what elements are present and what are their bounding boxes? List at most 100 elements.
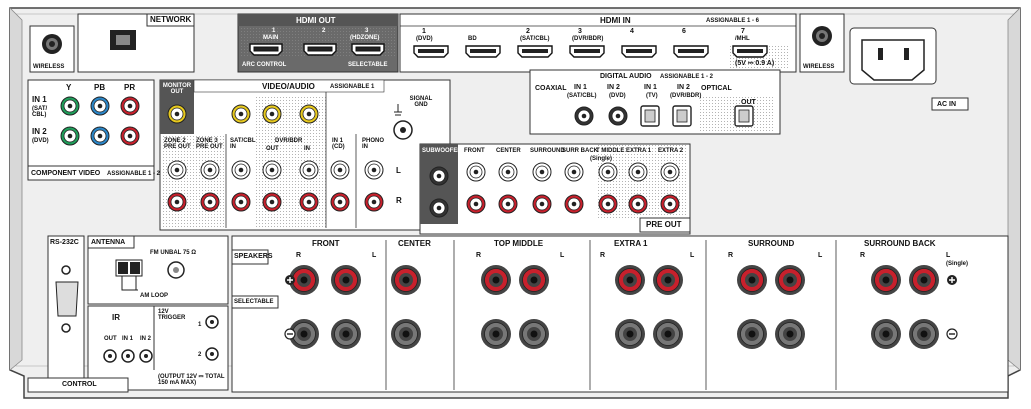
speaker-0-0-pos[interactable]: [289, 265, 319, 295]
comp-in2-sub: (DVD): [32, 138, 49, 144]
hdmi-out-port-2[interactable]: [303, 43, 337, 56]
hdmi-in-port-1[interactable]: [413, 45, 449, 58]
va-left-jack-7[interactable]: [364, 160, 384, 180]
opt-in1-sub: (TV): [646, 93, 658, 99]
va-right-jack-2[interactable]: [200, 192, 220, 212]
speaker-5-1-neg[interactable]: [909, 319, 939, 349]
preout-2-right[interactable]: [498, 194, 518, 214]
subwoofer-2-jack[interactable]: [429, 198, 449, 218]
optical-port-2[interactable]: [672, 105, 692, 127]
subwoofer-1-jack[interactable]: [429, 166, 449, 186]
speaker-2-1-neg[interactable]: [519, 319, 549, 349]
speaker-2-0-neg[interactable]: [481, 319, 511, 349]
preout-1-right[interactable]: [466, 194, 486, 214]
hdmi-in-port-2[interactable]: [465, 45, 501, 58]
preout-7-right[interactable]: [660, 194, 680, 214]
optical-port-3[interactable]: [734, 105, 754, 127]
component-in1-jack-1[interactable]: [60, 96, 80, 116]
preout-3-right[interactable]: [532, 194, 552, 214]
speaker-4-0-neg[interactable]: [737, 319, 767, 349]
hdmi-in-port-6[interactable]: [673, 45, 709, 58]
hdmi-out-port-3[interactable]: [351, 43, 385, 56]
va-left-jack-5[interactable]: [299, 160, 319, 180]
preout-5-right[interactable]: [598, 194, 618, 214]
va-left-jack-4[interactable]: [262, 160, 282, 180]
va-right-jack-3[interactable]: [231, 192, 251, 212]
speaker-3-0-neg[interactable]: [615, 319, 645, 349]
dvr-in-video-jack[interactable]: [299, 104, 319, 124]
trigger-jack-1[interactable]: [205, 315, 219, 329]
va-right-jack-5[interactable]: [299, 192, 319, 212]
speaker-0-1-neg[interactable]: [331, 319, 361, 349]
comp-in1-label: IN 1: [32, 95, 47, 104]
va-left-jack-3[interactable]: [231, 160, 251, 180]
ir-out-label: OUT: [104, 336, 117, 342]
preout-channel-label-5: T MIDDLE: [596, 148, 625, 154]
trigger-jack-2[interactable]: [205, 347, 219, 361]
ir-in1-label: IN 1: [122, 336, 134, 342]
speaker-4-1-pos[interactable]: [775, 265, 805, 295]
speaker-5-0-pos[interactable]: [871, 265, 901, 295]
component-in1-jack-3[interactable]: [120, 96, 140, 116]
dvr-out-video-jack[interactable]: [262, 104, 282, 124]
fm-label: FM UNBAL 75 Ω: [150, 250, 197, 256]
preout-5-left[interactable]: [598, 162, 618, 182]
preout-6-left[interactable]: [628, 162, 648, 182]
speaker-r-label-1: R: [296, 252, 302, 259]
speaker-1-0-neg[interactable]: [391, 319, 421, 349]
optical-out-label: OUT: [741, 99, 756, 106]
preout-6-right[interactable]: [628, 194, 648, 214]
coax-in1-jack[interactable]: [574, 106, 594, 126]
hdmi-in-1-label: (DVD): [416, 36, 433, 42]
hdmi-in-port-5[interactable]: [621, 45, 657, 58]
speaker-0-1-pos[interactable]: [331, 265, 361, 295]
ir-jack-1[interactable]: [103, 349, 117, 363]
va-left-jack-1[interactable]: [167, 160, 187, 180]
comp-y-label: Y: [66, 83, 72, 92]
network-title: NETWORK: [150, 15, 192, 24]
va-right-jack-6[interactable]: [330, 192, 350, 212]
speaker-4-0-pos[interactable]: [737, 265, 767, 295]
speaker-5-1-pos[interactable]: [909, 265, 939, 295]
ir-jack-2[interactable]: [121, 349, 135, 363]
speaker-2-1-pos[interactable]: [519, 265, 549, 295]
speaker-3-1-neg[interactable]: [653, 319, 683, 349]
preout-2-left[interactable]: [498, 162, 518, 182]
va-left-jack-6[interactable]: [330, 160, 350, 180]
speaker-group-label-4: EXTRA 1: [614, 239, 648, 248]
preout-1-left[interactable]: [466, 162, 486, 182]
preout-4-left[interactable]: [564, 162, 584, 182]
speaker-5-0-neg[interactable]: [871, 319, 901, 349]
preout-4-right[interactable]: [564, 194, 584, 214]
component-in2-jack-1[interactable]: [60, 126, 80, 146]
speaker-4-1-neg[interactable]: [775, 319, 805, 349]
ir-jack-3[interactable]: [139, 349, 153, 363]
hdmi-in-port-7[interactable]: [732, 45, 768, 58]
preout-3-left[interactable]: [532, 162, 552, 182]
va-right-jack-1[interactable]: [167, 192, 187, 212]
component-in2-jack-3[interactable]: [120, 126, 140, 146]
trigger-2-label: 2: [198, 352, 202, 358]
hdmi-in-port-4[interactable]: [569, 45, 605, 58]
component-in1-jack-2[interactable]: [90, 96, 110, 116]
va-right-jack-7[interactable]: [364, 192, 384, 212]
optical-port-1[interactable]: [640, 105, 660, 127]
speaker-2-0-pos[interactable]: [481, 265, 511, 295]
va-right-jack-4[interactable]: [262, 192, 282, 212]
hdmi-out-port-1[interactable]: [249, 43, 283, 56]
coax-in2-jack[interactable]: [608, 106, 628, 126]
satcbl-video-jack[interactable]: [231, 104, 251, 124]
dvr-in-label: IN: [304, 146, 310, 152]
speaker-1-0-pos[interactable]: [391, 265, 421, 295]
monitor-out-jack[interactable]: [167, 104, 187, 124]
coax-in1-label: IN 1: [574, 84, 587, 91]
zone2-label: ZONE 2 PRE OUT: [164, 138, 191, 150]
speaker-3-0-pos[interactable]: [615, 265, 645, 295]
preout-7-left[interactable]: [660, 162, 680, 182]
hdmi-in-port-3[interactable]: [517, 45, 553, 58]
va-left-jack-2[interactable]: [200, 160, 220, 180]
component-in2-jack-2[interactable]: [90, 126, 110, 146]
speaker-3-1-pos[interactable]: [653, 265, 683, 295]
digital-audio-assignable: ASSIGNABLE 1 - 2: [660, 74, 714, 80]
satcbl-label: SAT/CBL IN: [230, 138, 256, 150]
